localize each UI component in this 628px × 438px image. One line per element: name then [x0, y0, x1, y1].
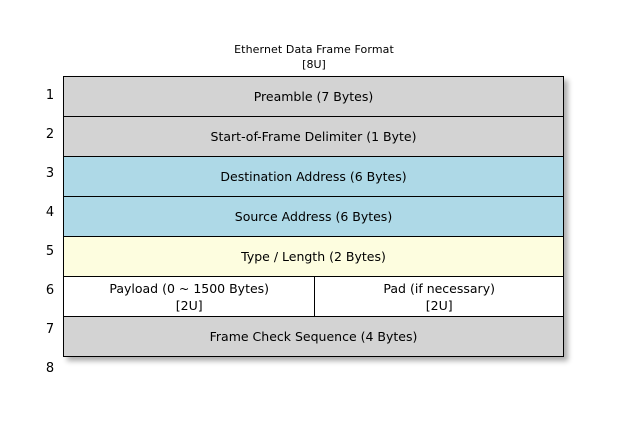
frame-cell-type-length: Type / Length (2 Bytes): [63, 236, 564, 277]
row-number-5: 5: [45, 244, 55, 259]
frame-cell-payload: Payload (0 ~ 1500 Bytes) [2U]: [62, 276, 316, 317]
frame-cell-payload-tag: [2U]: [175, 297, 203, 313]
row-number-2: 2: [45, 127, 55, 142]
frame-cell-frame-check-sequence: Frame Check Sequence (4 Bytes): [63, 316, 564, 357]
frame-cell-source-address: Source Address (6 Bytes): [63, 196, 564, 237]
frame-row-preamble: Preamble (7 Bytes): [63, 76, 564, 117]
frame-row-source-address: Source Address (6 Bytes): [63, 196, 564, 237]
frame-cell-destination-address: Destination Address (6 Bytes): [63, 156, 564, 197]
diagram-title: Ethernet Data Frame Format [8U]: [63, 42, 565, 72]
row-number-3: 3: [45, 166, 55, 181]
frame-cell-pad-tag: [2U]: [425, 297, 453, 313]
frame-cell-pad: Pad (if necessary) [2U]: [314, 276, 564, 317]
frame-row-type-length: Type / Length (2 Bytes): [63, 236, 564, 277]
frame-row-sfd: Start-of-Frame Delimiter (1 Byte): [63, 116, 564, 157]
row-number-7: 7: [45, 322, 55, 337]
row-number-gutter: 1 2 3 4 5 6 7 8: [40, 76, 60, 388]
diagram-title-tag: [8U]: [302, 58, 326, 71]
frame-row-payload-pad: Payload (0 ~ 1500 Bytes) [2U] Pad (if ne…: [62, 276, 564, 317]
diagram-title-text: Ethernet Data Frame Format: [234, 43, 394, 56]
frame-cell-preamble: Preamble (7 Bytes): [63, 76, 564, 117]
frame-row-destination-address: Destination Address (6 Bytes): [63, 156, 564, 197]
row-number-1: 1: [45, 88, 55, 103]
ethernet-frame-table: Preamble (7 Bytes) Start-of-Frame Delimi…: [62, 76, 564, 357]
row-number-6: 6: [45, 283, 55, 298]
frame-row-frame-check-sequence: Frame Check Sequence (4 Bytes): [63, 316, 564, 357]
row-number-8: 8: [45, 361, 55, 376]
frame-cell-payload-label: Payload (0 ~ 1500 Bytes): [109, 280, 270, 296]
row-number-4: 4: [45, 205, 55, 220]
frame-cell-sfd: Start-of-Frame Delimiter (1 Byte): [63, 116, 564, 157]
frame-cell-pad-label: Pad (if necessary): [383, 280, 495, 296]
